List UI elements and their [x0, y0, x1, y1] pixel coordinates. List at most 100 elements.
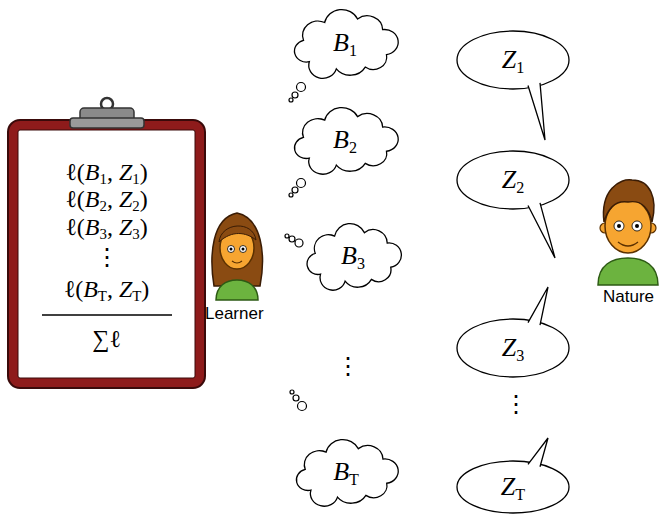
subscript: 3	[516, 347, 524, 364]
thought-dot	[289, 236, 295, 242]
speech-text: Z3	[502, 333, 525, 363]
bubble-shape	[457, 461, 569, 513]
speech-bubble: ZT	[456, 460, 570, 514]
speech-text: Z2	[502, 165, 525, 195]
thought-dot	[289, 98, 293, 102]
clipboard-board	[8, 120, 205, 388]
math-letter: Z	[501, 472, 515, 501]
math-letter: B	[85, 186, 100, 212]
bubble-tail-fill	[528, 203, 555, 258]
subscript: T	[349, 471, 359, 488]
pupil	[617, 224, 621, 228]
thought-dot	[290, 390, 294, 394]
subscript: 2	[99, 198, 106, 214]
math-letter: Z	[502, 165, 516, 194]
bubble-tail-fill	[528, 83, 545, 140]
subscript: 2	[349, 139, 357, 156]
math-letter: B	[85, 214, 100, 240]
speech-text: Z1	[502, 45, 525, 75]
cloud-shape	[296, 440, 398, 507]
bubble-tail-fill	[528, 438, 548, 467]
pupil	[242, 248, 245, 251]
thought-dot	[293, 395, 299, 401]
bubble-shape	[457, 151, 569, 209]
subscript: 1	[349, 42, 357, 59]
subscript: 3	[132, 226, 139, 242]
subscript: 3	[99, 226, 106, 242]
loss-entry: ∑ℓ	[18, 326, 195, 354]
math-letter: Z	[119, 276, 132, 302]
speech-bubble: Z3	[456, 318, 570, 378]
subscript: 3	[357, 255, 365, 272]
loss-entry: ℓ(B3, Z3)	[18, 214, 195, 242]
bubble-tail	[528, 287, 548, 325]
bubble-tail-fill	[528, 287, 548, 325]
thought-dot	[297, 83, 306, 92]
loss-entry: ℓ(BT, ZT)	[18, 276, 195, 304]
learner-figure	[212, 213, 262, 300]
thought-dot	[297, 179, 306, 188]
eye	[614, 221, 624, 231]
hair	[603, 180, 653, 222]
math-letter: Z	[502, 333, 516, 362]
hair	[212, 213, 262, 286]
subscript: 1	[516, 59, 524, 76]
clipboard-sheet: ℓ(B1, Z1)ℓ(B2, Z2)ℓ(B3, Z3)⋮ℓ(BT, ZT)∑ℓ	[18, 130, 195, 378]
thought-dot	[292, 92, 298, 98]
cloud-shape	[307, 224, 401, 291]
clip-base	[70, 118, 144, 128]
shirt	[598, 258, 658, 285]
bubble-tail	[528, 203, 555, 258]
eye	[632, 221, 642, 231]
loss-entry: ℓ(B2, Z2)	[18, 186, 195, 214]
mouth	[232, 261, 242, 263]
thought-text: B1	[333, 28, 357, 58]
thought-text: B2	[333, 125, 357, 155]
speech-bubble: Z1	[456, 30, 570, 90]
bubble-tail	[528, 83, 545, 140]
math-letter: B	[333, 457, 349, 486]
pupil	[230, 248, 233, 251]
bangs	[219, 226, 256, 242]
shirt	[216, 280, 258, 300]
thought-dot	[298, 402, 307, 411]
subscript: T	[98, 288, 107, 304]
speech-bubble: Z2	[456, 150, 570, 210]
figure-label: Nature	[603, 287, 654, 307]
math-letter: B	[333, 28, 349, 57]
subscript: 2	[132, 198, 139, 214]
thought-cloud: B3	[303, 224, 403, 288]
subscript: 2	[516, 179, 524, 196]
figure-label: Learner	[205, 304, 264, 324]
eye	[240, 246, 247, 253]
thought-dot	[295, 239, 303, 247]
speech-text: ZT	[501, 472, 525, 502]
bubble-shape	[457, 31, 569, 89]
subscript: 1	[132, 171, 139, 187]
subscript: T	[515, 486, 525, 503]
bubble-shape	[457, 319, 569, 377]
thought-cloud: BT	[292, 440, 400, 504]
ellipsis-dots: ⋮	[504, 390, 528, 418]
math-letter: Z	[119, 214, 132, 240]
subscript: 1	[99, 171, 106, 187]
cloud-shape	[294, 10, 398, 79]
thought-dot	[289, 193, 293, 197]
ellipsis-dots: ⋮	[336, 352, 360, 380]
thought-cloud: B2	[290, 108, 400, 172]
loss-entry: ℓ(B1, Z1)	[18, 159, 195, 187]
cloud-shape	[294, 108, 398, 175]
thought-text: BT	[333, 457, 359, 487]
thought-dot	[285, 234, 289, 238]
thought-cloud: B1	[290, 10, 400, 76]
math-letter: B	[333, 125, 349, 154]
pupil	[635, 224, 639, 228]
thought-text: B3	[341, 241, 365, 271]
bubble-tail	[528, 438, 548, 467]
subscript: T	[132, 288, 141, 304]
math-letter: B	[341, 241, 357, 270]
math-letter: B	[85, 159, 100, 185]
math-letter: Z	[119, 159, 132, 185]
clipboard-paper	[18, 130, 195, 378]
